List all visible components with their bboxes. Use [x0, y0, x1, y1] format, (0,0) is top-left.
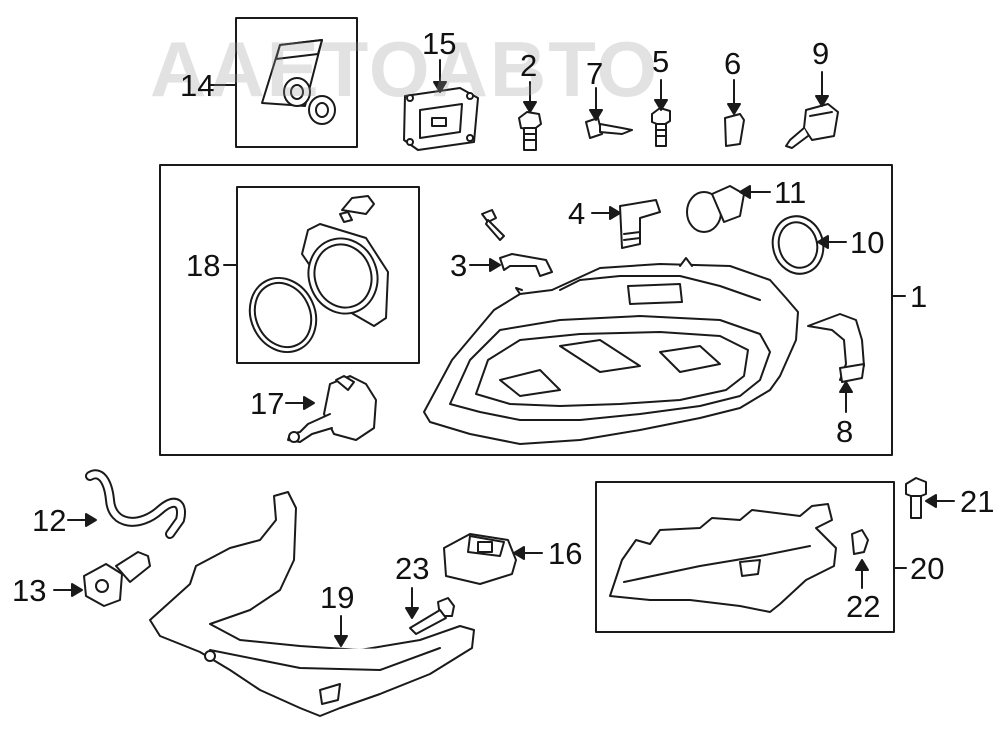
callout-17: 17: [250, 386, 285, 421]
part-12-drawing: [85, 469, 186, 539]
part-14-drawing: [261, 39, 336, 125]
callout-2: 2: [520, 48, 538, 83]
callout-7: 7: [586, 56, 604, 91]
part-6-drawing: [724, 113, 745, 147]
callout-16: 16: [548, 536, 583, 571]
callout-9: 9: [812, 36, 830, 71]
part-13-drawing: [83, 551, 151, 607]
part-23-drawing: [409, 597, 455, 635]
part-20-drawing: [609, 503, 837, 613]
part-1-drawing: [423, 257, 799, 445]
callout-14: 14: [180, 68, 215, 103]
box-headlamp-assembly: [159, 164, 893, 456]
callout-21: 21: [960, 484, 995, 519]
callout-18: 18: [186, 248, 221, 283]
callout-4: 4: [568, 196, 586, 231]
callout-20: 20: [910, 551, 945, 586]
box-part-20: [595, 481, 895, 633]
callout-23: 23: [395, 551, 430, 586]
part-18-drawing: [248, 195, 389, 353]
part-15-drawing: [403, 87, 479, 151]
callout-19: 19: [320, 580, 355, 615]
part-10-drawing: [771, 215, 825, 275]
callout-11: 11: [774, 175, 807, 210]
part-4-drawing: [619, 199, 661, 249]
part-8-drawing: [807, 313, 865, 383]
box-part-18: [236, 186, 420, 364]
part-2-drawing: [518, 111, 542, 151]
callout-22: 22: [846, 589, 881, 624]
callout-1: 1: [910, 279, 928, 314]
callout-15: 15: [422, 26, 457, 61]
part-22-drawing: [851, 529, 869, 555]
part-16-drawing: [443, 533, 517, 585]
part-3-drawing: [481, 209, 553, 277]
part-11-drawing: [686, 185, 745, 233]
callout-10: 10: [850, 225, 885, 260]
watermark: AAETOABTO: [150, 25, 660, 113]
part-17-drawing: [287, 375, 377, 443]
part-9-drawing: [785, 103, 839, 149]
callout-13: 13: [12, 573, 47, 608]
callout-6: 6: [724, 46, 742, 81]
callout-5: 5: [652, 44, 670, 79]
part-7-drawing: [585, 117, 633, 139]
part-5-drawing: [651, 107, 671, 147]
callout-8: 8: [836, 414, 854, 449]
part-21-drawing: [905, 477, 927, 519]
box-part-14: [235, 17, 358, 148]
part-19-drawing: [149, 491, 475, 717]
callout-12: 12: [32, 503, 67, 538]
callout-3: 3: [450, 248, 468, 283]
